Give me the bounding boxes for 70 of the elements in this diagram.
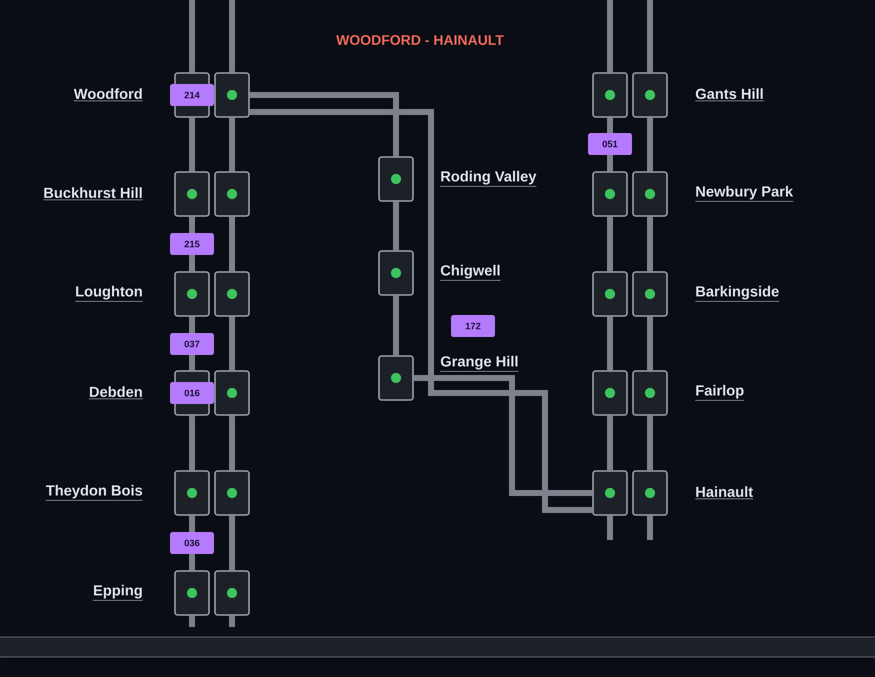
track-line (647, 0, 653, 72)
signal-box (632, 271, 668, 317)
track-line (393, 296, 399, 356)
signal-box (592, 72, 628, 118)
track-line (647, 416, 653, 470)
signal-box (214, 570, 250, 616)
station-name: Roding Valley (440, 170, 537, 187)
track-line (229, 416, 235, 470)
station-name: Debden (88, 386, 143, 400)
signal-box (592, 470, 628, 516)
track-line (229, 0, 235, 72)
station-name: Gants Hill (695, 88, 764, 102)
signal-box (174, 271, 210, 317)
signal-box (214, 271, 250, 317)
track-line (647, 316, 653, 370)
track-line (607, 0, 613, 72)
signal-box (592, 171, 628, 217)
station-name: Buckhurst Hill (43, 187, 143, 200)
track-line (647, 118, 653, 172)
train-badge: 037 (170, 333, 214, 355)
signal-box (214, 470, 250, 516)
signal-box (592, 271, 628, 317)
train-badge: 051 (588, 133, 632, 155)
signal-box (632, 470, 668, 516)
signal-box (632, 370, 668, 416)
track-line (229, 118, 235, 172)
signal-box (378, 355, 414, 401)
track-line (189, 416, 195, 470)
track-line (229, 516, 235, 570)
signal-box (592, 370, 628, 416)
signal-box (378, 156, 414, 202)
track-line (647, 216, 653, 272)
track-line (250, 92, 399, 156)
track-line (229, 316, 235, 370)
station-name: Epping (92, 584, 143, 601)
station-name: Woodford (74, 88, 143, 102)
track-line (229, 216, 235, 272)
signal-box (378, 250, 414, 296)
signal-box (174, 470, 210, 516)
track-line (229, 616, 235, 627)
signal-box (214, 370, 250, 416)
station-name: Newbury Park (695, 186, 794, 202)
track-line (189, 0, 195, 72)
track-line (250, 109, 592, 513)
station-name: Fairlop (695, 384, 744, 401)
train-badge: 036 (170, 532, 214, 554)
station-name: Loughton (74, 286, 143, 302)
track-line (393, 202, 399, 250)
track-line (414, 375, 592, 496)
signal-box (214, 171, 250, 217)
track-line (607, 416, 613, 470)
track-line (607, 516, 613, 540)
station-name: Barkingside (695, 286, 780, 302)
line-title: WOODFORD - HAINAULT (336, 35, 504, 45)
track-line (607, 216, 613, 272)
signal-box (174, 171, 210, 217)
signal-box (214, 72, 250, 118)
station-name: Hainault (695, 486, 754, 500)
track-line (607, 316, 613, 370)
station-name: Theydon Bois (46, 484, 143, 501)
signal-box (632, 171, 668, 217)
track-line (647, 516, 653, 540)
station-name: Chigwell (440, 264, 501, 281)
train-badge: 172 (451, 315, 495, 337)
station-name: Grange Hill (440, 356, 519, 372)
train-badge: 215 (170, 233, 214, 255)
signal-box (174, 570, 210, 616)
track-line (189, 616, 195, 627)
signal-box (632, 72, 668, 118)
track-line (189, 118, 195, 172)
